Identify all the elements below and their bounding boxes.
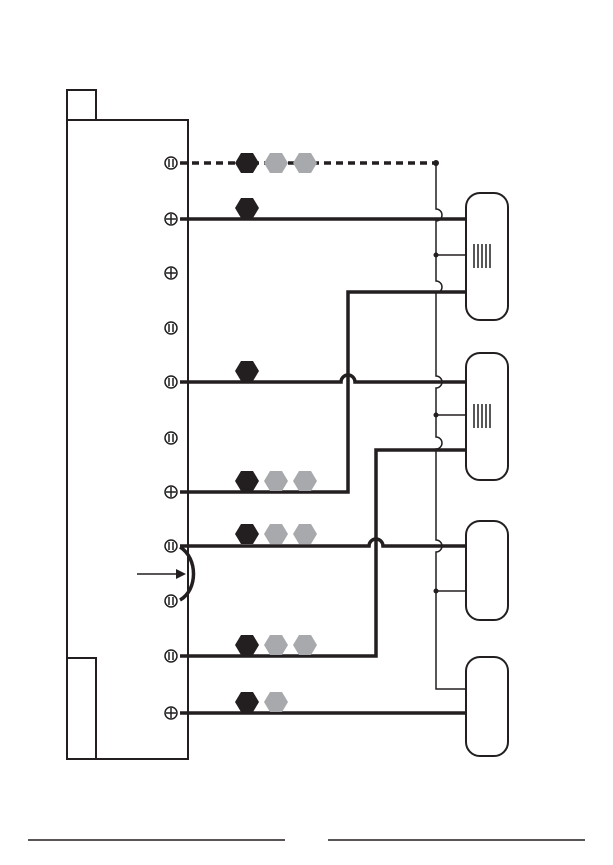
hex-light — [264, 524, 288, 544]
terminals — [165, 157, 177, 719]
jumper-arrow — [137, 569, 186, 579]
wire-device-3 — [180, 539, 466, 546]
hex-light — [293, 153, 317, 173]
bus-line — [436, 163, 466, 689]
marker-group-t8 — [235, 524, 317, 544]
bus-node — [434, 589, 439, 594]
wires — [180, 163, 466, 713]
hex-light — [293, 471, 317, 491]
marker-group-t10 — [235, 635, 317, 655]
bus-node — [434, 253, 439, 258]
hex-dark — [235, 635, 259, 655]
common-bus — [436, 163, 466, 689]
panel-bottom-tab — [67, 658, 96, 759]
device-1 — [466, 193, 508, 320]
terminal-4[interactable] — [165, 322, 177, 334]
hex-light — [264, 153, 288, 173]
hex-light — [293, 524, 317, 544]
terminal-5[interactable] — [165, 376, 177, 388]
bus-node — [434, 413, 439, 418]
hex-light — [293, 635, 317, 655]
terminal-6[interactable] — [165, 432, 177, 444]
terminal-11[interactable] — [165, 707, 177, 719]
terminal-2[interactable] — [165, 213, 177, 225]
arrow-head-icon — [176, 569, 186, 579]
hex-dark — [235, 692, 259, 712]
marker-group-t7 — [235, 471, 317, 491]
hex-dark — [235, 471, 259, 491]
hex-light — [264, 692, 288, 712]
wire-device-2 — [180, 375, 466, 382]
panel-top-tab — [67, 90, 96, 120]
hex-dark — [235, 153, 259, 173]
hex-dark — [235, 524, 259, 544]
device-2 — [466, 353, 508, 480]
wire-device-1-return — [180, 292, 466, 492]
terminal-1[interactable] — [165, 157, 177, 169]
hex-light — [264, 471, 288, 491]
devices — [466, 193, 508, 756]
terminal-10[interactable] — [165, 650, 177, 662]
hex-dark — [235, 361, 259, 381]
terminal-9[interactable] — [165, 595, 177, 607]
marker-group-t5 — [235, 361, 259, 381]
hex-dark — [235, 198, 259, 218]
terminal-8[interactable] — [165, 540, 177, 552]
device-4 — [466, 657, 508, 756]
marker-group-t1 — [235, 153, 317, 173]
wire-device-2-return — [180, 450, 466, 656]
hex-light — [264, 635, 288, 655]
terminal-7[interactable] — [165, 486, 177, 498]
terminal-3[interactable] — [165, 267, 177, 279]
hex-markers — [235, 153, 317, 712]
device-3 — [466, 521, 508, 620]
marker-group-t11 — [235, 692, 288, 712]
marker-group-t2 — [235, 198, 259, 218]
